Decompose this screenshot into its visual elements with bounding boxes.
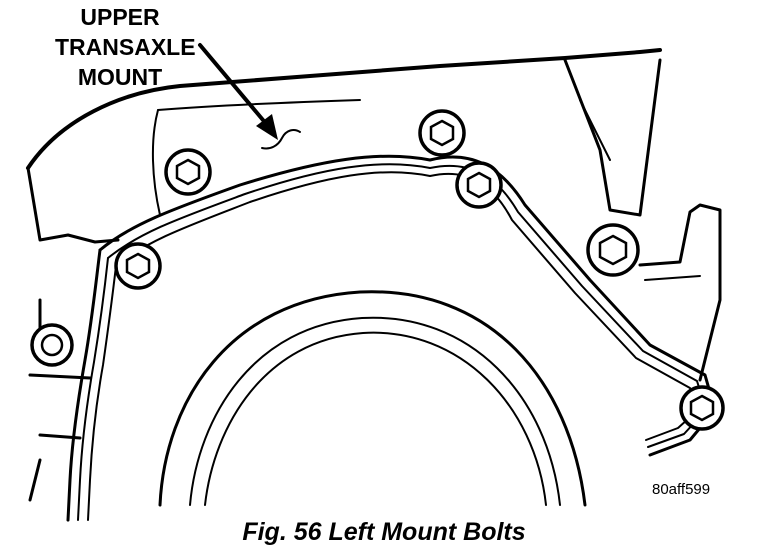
cover-left-side-inner [77,257,109,521]
callout-line-3: MOUNT [77,64,163,90]
figure-caption: Fig. 56 Left Mount Bolts [242,518,526,546]
upper-transaxle-mount-callout: UPPER TRANSAXLE MOUNT [55,2,196,92]
bolt-center [455,161,503,209]
left-housing-lower [28,298,92,502]
callout-leader-line [198,43,270,128]
cover-gasket-line-1 [107,163,707,448]
bolt-top-center [418,109,466,157]
callout-line-2: TRANSAXLE [55,34,196,60]
cover-outer-edge [98,154,717,457]
mount-bracket [563,58,662,217]
callout-line-1: UPPER [80,4,160,30]
callout-arrowhead [256,114,278,140]
upper-housing-contour-2 [157,99,361,111]
bolt-left-upper [114,242,162,290]
circular-opening-inner [189,316,561,506]
cover-gasket-line-2 [115,171,699,441]
bolt-top-left [164,148,212,196]
upper-housing-contour [151,109,161,216]
left-housing-edge [26,166,120,244]
mount-bracket-inner [579,99,611,161]
circular-opening-inner-2 [204,331,547,506]
right-housing-edge [638,203,722,382]
cover-left-side-inner-2 [87,265,117,521]
cover-left-side [66,248,102,522]
circular-opening-outer [158,290,587,507]
bolt-right-lower [679,385,725,431]
bolt-left-lower [30,323,74,367]
upper-housing-outline [26,48,662,170]
right-housing-edge-2 [644,275,701,281]
bolt-right-upper [586,223,640,277]
mount-mark [261,129,301,150]
figure-code: 80aff599 [652,481,711,498]
